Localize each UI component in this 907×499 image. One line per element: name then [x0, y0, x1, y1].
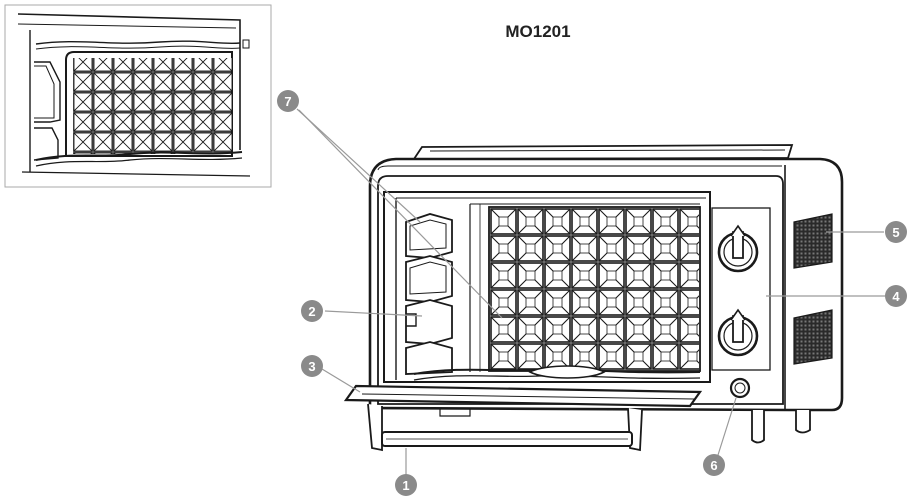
leader-7: [296, 108, 421, 223]
oven-door: [343, 384, 703, 452]
door-handle: [381, 431, 633, 447]
svg-text:1: 1: [402, 478, 409, 493]
temperature-knob: [717, 308, 759, 357]
svg-text:7: 7: [284, 94, 291, 109]
oven-body: [368, 144, 844, 444]
timer-knob: [717, 224, 759, 273]
leader-2: [324, 310, 423, 317]
leader-6: [717, 397, 737, 456]
callout-1: 1: [395, 474, 417, 496]
svg-text:6: 6: [710, 458, 717, 473]
model-title: MO1201: [505, 22, 571, 41]
callout-6: 6: [703, 454, 725, 476]
inset-detail: [4, 4, 272, 188]
leader-lines: [296, 108, 885, 476]
control-panel: [711, 207, 771, 371]
svg-text:5: 5: [892, 225, 899, 240]
power-indicator: [729, 377, 751, 399]
leader-3: [321, 368, 361, 393]
svg-text:3: 3: [308, 359, 315, 374]
side-vents: [793, 213, 833, 365]
leader-7b: [298, 109, 503, 319]
rack-rails: [405, 213, 453, 375]
callout-4: 4: [885, 285, 907, 307]
callout-7: 7: [277, 90, 299, 112]
callout-2: 2: [301, 300, 323, 322]
callout-5: 5: [885, 221, 907, 243]
svg-text:2: 2: [308, 304, 315, 319]
svg-text:4: 4: [892, 289, 900, 304]
callout-3: 3: [301, 355, 323, 377]
